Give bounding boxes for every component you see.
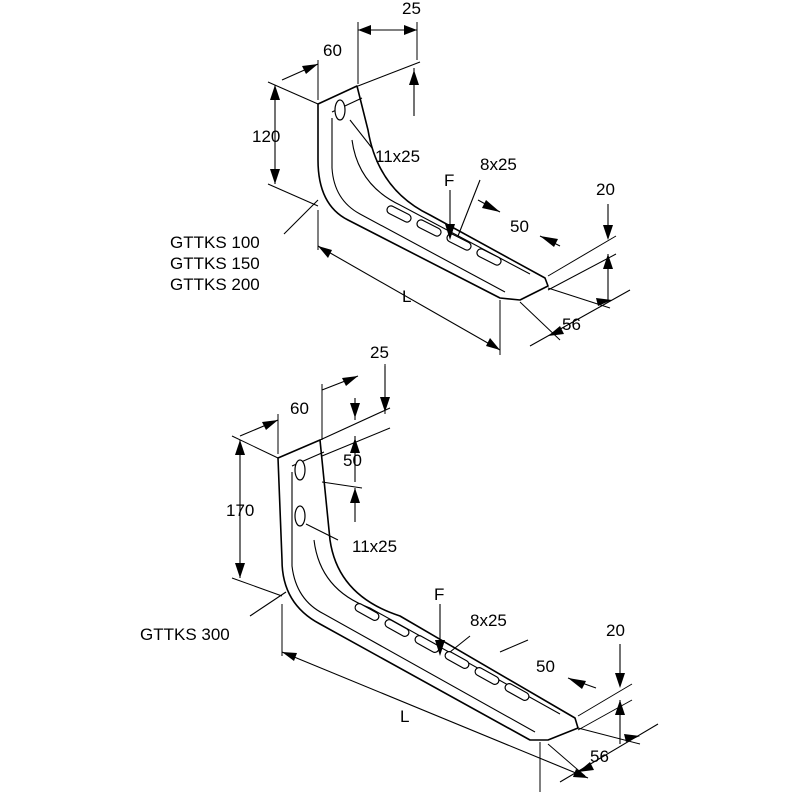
top-label-50: 50 — [510, 217, 529, 236]
top-load-f: F — [444, 171, 455, 240]
top-dim-25-arrow — [357, 61, 421, 116]
top-dim-60: 60 — [281, 41, 342, 100]
top-label-hole: 11x25 — [375, 147, 420, 166]
top-model-2: GTTKS 200 — [170, 275, 260, 294]
bottom-wall-hole-upper — [294, 459, 306, 481]
bottom-dim-hole: 11x25 — [305, 523, 397, 556]
bottom-load-f: F — [434, 585, 445, 656]
bottom-wall-hole-lower — [294, 505, 306, 527]
top-label-f: F — [444, 171, 454, 190]
bottom-label-l: L — [400, 707, 409, 726]
top-bracket-body — [317, 85, 549, 301]
top-label-60: 60 — [323, 41, 342, 60]
top-label-120: 120 — [252, 127, 280, 146]
bottom-dim-50: 50 — [499, 639, 597, 689]
top-label-56: 56 — [562, 315, 581, 334]
bottom-dim-hole-50: 50 — [321, 436, 363, 522]
bottom-label-f: F — [434, 585, 444, 604]
top-bracket: 25 60 120 11x25 — [170, 0, 631, 355]
top-model-1: GTTKS 150 — [170, 254, 260, 273]
top-label-25: 25 — [402, 0, 421, 18]
bottom-label-170: 170 — [226, 501, 254, 520]
bottom-dim-25: 25 — [321, 343, 390, 440]
bottom-dim-slot: 8x25 — [449, 611, 507, 653]
bottom-label-hole-pitch: 50 — [343, 451, 362, 470]
top-models: GTTKS 100 GTTKS 150 GTTKS 200 — [170, 199, 319, 294]
bottom-dim-20: 20 — [577, 621, 633, 744]
bottom-bracket: 25 60 50 — [140, 343, 659, 792]
bottom-label-hole: 11x25 — [352, 537, 397, 556]
bottom-model-0: GTTKS 300 — [140, 625, 230, 644]
bottom-label-50: 50 — [536, 657, 555, 676]
top-dim-slot: 8x25 — [457, 155, 517, 237]
top-wall-hole — [334, 99, 346, 121]
top-dim-l: L — [317, 210, 501, 355]
top-dim-56: 56 — [519, 287, 631, 347]
bottom-label-60: 60 — [290, 399, 309, 418]
top-arm-slots — [386, 205, 502, 266]
bottom-bracket-body — [277, 439, 579, 741]
top-dim-25: 25 — [357, 0, 421, 84]
top-label-l: L — [402, 287, 411, 306]
top-dim-50: 50 — [477, 199, 561, 247]
bottom-label-56: 56 — [590, 747, 609, 766]
bottom-dim-l: L — [281, 604, 589, 792]
bottom-label-25: 25 — [370, 343, 389, 362]
bottom-dim-170: 170 — [226, 435, 283, 597]
bottom-arm-slots — [354, 603, 530, 701]
bottom-label-20: 20 — [606, 621, 625, 640]
top-dim-120: 120 — [252, 81, 319, 207]
top-label-slot: 8x25 — [480, 155, 517, 174]
top-model-0: GTTKS 100 — [170, 233, 260, 252]
top-label-20: 20 — [596, 180, 615, 199]
top-dim-hole: 11x25 — [349, 119, 420, 166]
bottom-label-slot: 8x25 — [470, 611, 507, 630]
top-dim-20: 20 — [547, 180, 617, 300]
bottom-models: GTTKS 300 — [140, 591, 287, 644]
bottom-dim-60: 60 — [239, 399, 309, 454]
bottom-dim-56: 56 — [547, 723, 659, 783]
